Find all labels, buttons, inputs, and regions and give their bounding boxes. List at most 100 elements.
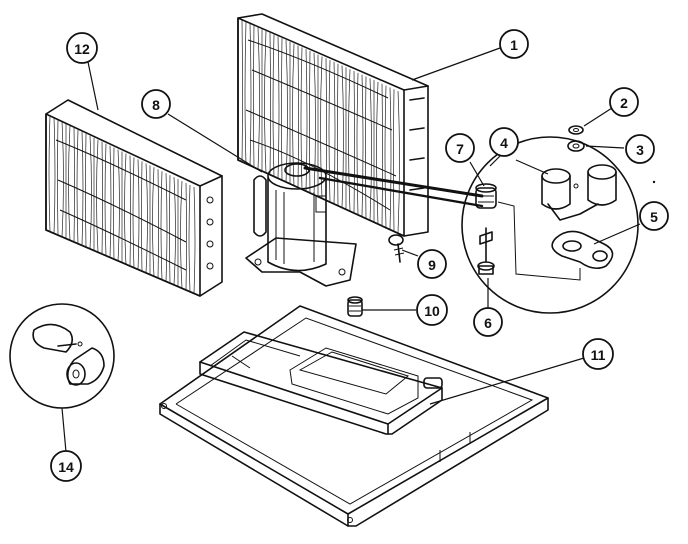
coil-fin xyxy=(104,143,107,256)
coil-fin xyxy=(309,50,311,193)
callout-label: 10 xyxy=(424,303,440,319)
coil-fin xyxy=(68,125,71,241)
evaporator-coil-part-12 xyxy=(45,99,223,297)
coil-fin xyxy=(73,127,75,243)
callout-8: 8 xyxy=(141,89,171,119)
coil-fin xyxy=(285,40,288,183)
coil-fin xyxy=(376,81,379,224)
callout-label: 11 xyxy=(591,347,606,363)
callout-label: 2 xyxy=(620,95,628,111)
coil-fin xyxy=(185,183,187,290)
coil-fin xyxy=(124,153,127,265)
callout-label: 4 xyxy=(500,135,508,151)
coil-fin xyxy=(141,161,143,272)
callout-11: 11 xyxy=(582,338,614,370)
coil-fin xyxy=(241,19,243,163)
callout-label: 6 xyxy=(484,315,492,331)
coil-fin xyxy=(341,65,344,208)
callout-label: 14 xyxy=(58,459,74,475)
coil-fin xyxy=(188,185,191,292)
coil-fin xyxy=(257,27,260,170)
coil-fin xyxy=(137,159,140,270)
callout-4: 4 xyxy=(489,127,519,157)
callout-label: 5 xyxy=(650,209,658,225)
coil-fin xyxy=(389,87,392,230)
callout-2: 2 xyxy=(609,87,639,117)
leader-lines xyxy=(87,47,641,405)
coil-fin xyxy=(369,78,372,221)
grommet-part-7 xyxy=(475,183,497,209)
callout-3: 3 xyxy=(625,134,655,164)
coil-fin xyxy=(384,85,387,228)
coil-fin xyxy=(152,167,155,277)
coil-fin xyxy=(165,173,168,282)
coil-fin xyxy=(264,30,267,173)
callout-label: 3 xyxy=(636,142,644,158)
coil-fin xyxy=(53,117,56,234)
terminal-cover-detail-circle xyxy=(461,136,639,314)
callout-14: 14 xyxy=(50,450,82,482)
coil-fin xyxy=(117,149,120,261)
drain-pan-part-11 xyxy=(199,331,443,435)
coil-fin xyxy=(169,175,171,283)
coil-fin xyxy=(57,119,59,236)
coil-fin xyxy=(96,139,99,253)
coil-fin xyxy=(48,115,51,233)
callout-label: 12 xyxy=(74,41,90,57)
coil-fin xyxy=(297,45,299,188)
callout-1: 1 xyxy=(499,29,529,59)
coil-fin xyxy=(337,63,339,206)
callout-label: 9 xyxy=(428,257,436,273)
coil-fin xyxy=(356,72,359,215)
coil-fin xyxy=(272,34,275,177)
coil-fin xyxy=(333,61,336,204)
coil-fin xyxy=(365,76,367,219)
coil-fin xyxy=(113,147,115,260)
coil-fin xyxy=(249,23,252,166)
coil-fin xyxy=(277,36,280,179)
coil-fin xyxy=(109,145,112,258)
callout-label: 8 xyxy=(152,97,160,113)
coil-fin xyxy=(145,163,148,273)
coil-fin xyxy=(269,32,271,175)
stray-dot xyxy=(652,180,656,184)
coil-fin xyxy=(173,177,176,285)
coil-fin xyxy=(160,171,163,280)
callout-label: 1 xyxy=(510,37,518,53)
callout-9: 9 xyxy=(417,249,447,279)
coil-fin xyxy=(132,157,135,268)
coil-fin xyxy=(300,47,303,190)
coil-fin xyxy=(313,52,316,195)
coil-fin xyxy=(292,43,295,186)
coil-fin xyxy=(180,181,183,289)
compressor-part-8 xyxy=(245,162,484,287)
coil-fin xyxy=(381,83,383,226)
gasket-part-5 xyxy=(551,230,614,270)
coil-fin xyxy=(85,133,87,248)
screw-part-9 xyxy=(388,234,405,263)
coil-fin xyxy=(129,155,131,266)
coil-fin xyxy=(61,121,64,238)
base-pan xyxy=(159,305,549,527)
coil-fin xyxy=(157,169,159,278)
grommet-part-10 xyxy=(347,296,363,317)
coil-fin xyxy=(193,187,196,294)
coil-fin xyxy=(81,131,84,246)
washer-part-2 xyxy=(568,125,584,135)
coil-fin xyxy=(89,135,92,250)
coil-fin xyxy=(76,129,79,244)
coil-fin xyxy=(393,89,395,232)
coil-fin xyxy=(253,25,255,168)
coil-fin xyxy=(305,49,308,192)
nut-part-3 xyxy=(567,140,585,152)
coil-fin xyxy=(101,141,103,255)
callout-10: 10 xyxy=(416,294,448,326)
bolt-part-6 xyxy=(477,227,495,275)
callout-label: 7 xyxy=(456,141,464,157)
coil-fin xyxy=(361,74,364,217)
coil-fin xyxy=(244,21,247,164)
callout-6: 6 xyxy=(473,307,503,337)
callout-7: 7 xyxy=(445,133,475,163)
clamp-detail-circle-part-14 xyxy=(9,303,115,409)
